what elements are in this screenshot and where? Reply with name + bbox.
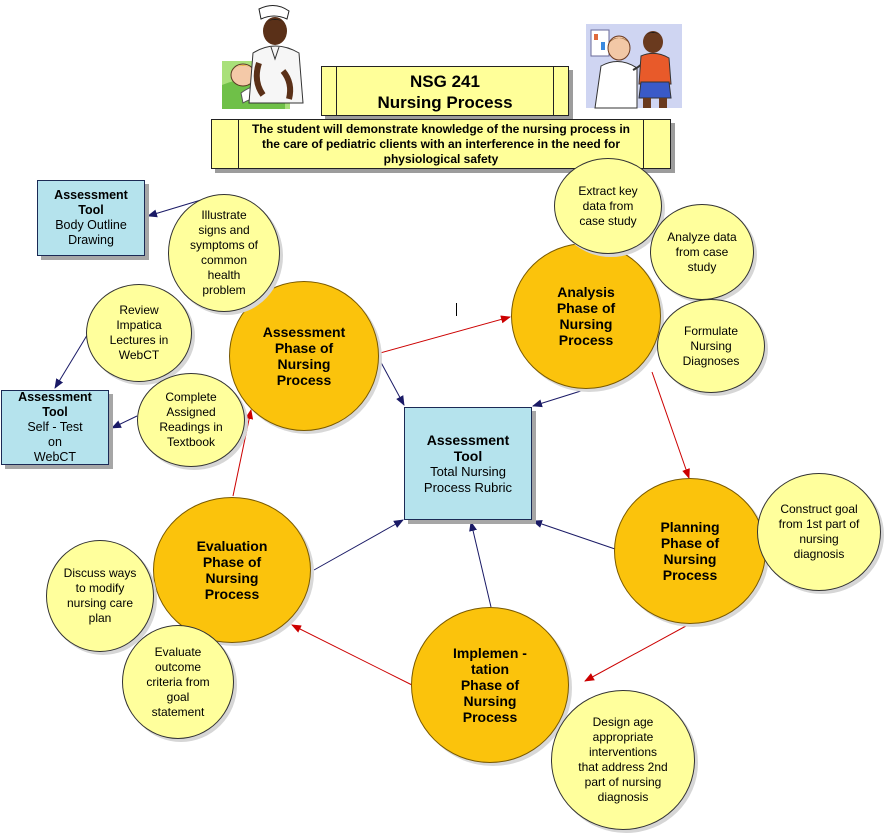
nurse-with-child-patient-icon <box>222 5 304 109</box>
course-code: NSG 241 <box>410 72 480 91</box>
phase-label: Planning Phase of Nursing Process <box>660 519 720 583</box>
implementation-phase-circle: Implemen - tation Phase of Nursing Proce… <box>411 607 569 763</box>
arrow-analysis-to-planning <box>651 371 690 479</box>
activity-extract-data: Extract key data from case study <box>554 158 662 254</box>
activity-label: Illustrate signs and symptoms of common … <box>189 208 258 297</box>
course-title-banner: NSG 241 Nursing Process <box>321 66 569 116</box>
arrow-planning-to-implementation <box>584 625 687 682</box>
phase-label: Analysis Phase of Nursing Process <box>556 284 616 348</box>
activity-design-interventions: Design age appropriate interventions tha… <box>551 690 695 830</box>
arrow-implementation-to-evaluation <box>291 624 413 686</box>
activity-discuss-ways: Discuss ways to modify nursing care plan <box>46 540 154 652</box>
arrow-evaluation-to-assessment <box>232 409 254 497</box>
activity-label: Evaluate outcome criteria from goal stat… <box>146 644 210 719</box>
activity-evaluate-outcome: Evaluate outcome criteria from goal stat… <box>122 625 234 739</box>
arrow-assessment-to-analysis <box>379 315 511 354</box>
activity-analyze-data: Analyze data from case study <box>650 204 754 300</box>
tool-title: Assessment Tool <box>18 390 92 419</box>
assessment-tool-self-test: Assessment Tool Self - Test on WebCT <box>1 390 109 465</box>
tool-title: Assessment Tool <box>54 188 128 217</box>
phase-label: Evaluation Phase of Nursing Process <box>196 538 268 602</box>
text-cursor-mark <box>456 303 457 316</box>
activity-illustrate-signs: Illustrate signs and symptoms of common … <box>168 194 280 312</box>
arrow-implementation-to-rubric <box>469 521 492 608</box>
tool-detail-line3: WebCT <box>33 450 77 464</box>
activity-complete-readings: Complete Assigned Readings in Textbook <box>137 373 245 467</box>
doctor-examining-child-icon <box>586 24 682 109</box>
activity-label: Extract key data from case study <box>578 183 638 228</box>
phase-label-line1: Implemen - tation <box>453 645 527 677</box>
tool-detail-line2: on <box>48 435 62 449</box>
arrow-readings-to-self-test <box>111 415 138 429</box>
planning-phase-circle: Planning Phase of Nursing Process <box>614 478 766 624</box>
arrow-review-to-self-test <box>54 331 90 389</box>
activity-label: Construct goal from 1st part of nursing … <box>778 502 860 561</box>
tool-detail-line1: Self - Test <box>27 420 83 434</box>
assessment-tool-rubric: Assessment Tool Total Nursing Process Ru… <box>404 407 532 520</box>
activity-label: Complete Assigned Readings in Textbook <box>159 390 223 449</box>
assessment-tool-body-outline: Assessment Tool Body Outline Drawing <box>37 180 145 256</box>
tool-title: Assessment Tool <box>426 431 510 464</box>
phase-label-line2: Phase of Nursing Process <box>460 677 520 725</box>
course-title: Nursing Process <box>377 93 513 112</box>
arrow-illustrate-to-body-outline <box>147 199 202 218</box>
activity-construct-goal: Construct goal from 1st part of nursing … <box>757 473 881 591</box>
evaluation-phase-circle: Evaluation Phase of Nursing Process <box>153 497 311 643</box>
arrow-assessment-to-rubric <box>376 354 405 406</box>
activity-label: Discuss ways to modify nursing care plan <box>63 566 137 625</box>
activity-review-impatica: Review Impatica Lectures in WebCT <box>86 284 192 382</box>
analysis-phase-circle: Analysis Phase of Nursing Process <box>511 243 661 389</box>
activity-label: Analyze data from case study <box>667 229 737 274</box>
activity-formulate-diagnoses: Formulate Nursing Diagnoses <box>657 299 765 393</box>
tool-detail: Total Nursing Process Rubric <box>423 463 513 495</box>
activity-label: Design age appropriate interventions tha… <box>578 715 668 804</box>
arrow-evaluation-to-rubric <box>313 519 404 571</box>
activity-label: Review Impatica Lectures in WebCT <box>109 303 169 362</box>
arrow-planning-to-rubric <box>532 520 616 550</box>
assessment-phase-circle: Assessment Phase of Nursing Process <box>229 281 379 431</box>
activity-label: Formulate Nursing Diagnoses <box>682 323 740 368</box>
phase-label: Assessment Phase of Nursing Process <box>262 324 346 388</box>
objective-text: The student will demonstrate knowledge o… <box>251 122 631 166</box>
tool-detail: Body Outline Drawing <box>55 218 127 247</box>
